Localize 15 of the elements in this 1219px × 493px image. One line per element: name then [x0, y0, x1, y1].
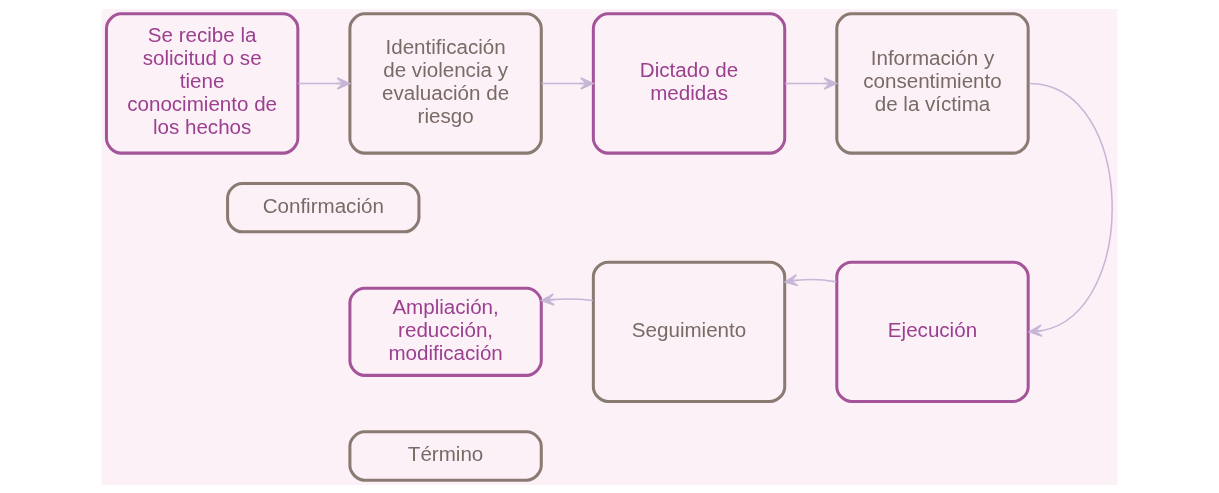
node-box: Información y consentimiento de la víctima [835, 11, 1030, 155]
node-box: Se recibe la solicitud o se tiene conocimiento de los hechos [104, 11, 300, 155]
arrow [1028, 82, 1113, 337]
node-box: Ejecución [835, 260, 1030, 403]
node-box: Seguimiento [591, 260, 787, 403]
node-box: Término [348, 429, 543, 482]
arrow [540, 292, 594, 306]
node-box: Confirmación [226, 181, 421, 233]
arrow [297, 76, 351, 90]
arrow [784, 273, 838, 286]
node-box: Ampliación, reducción, modificación [348, 286, 543, 377]
node-box: Identificación de violencia y evaluación de riesgo [348, 11, 543, 155]
arrow [540, 76, 594, 90]
node-box: Dictado de medidas [591, 11, 787, 155]
arrow [784, 76, 838, 90]
